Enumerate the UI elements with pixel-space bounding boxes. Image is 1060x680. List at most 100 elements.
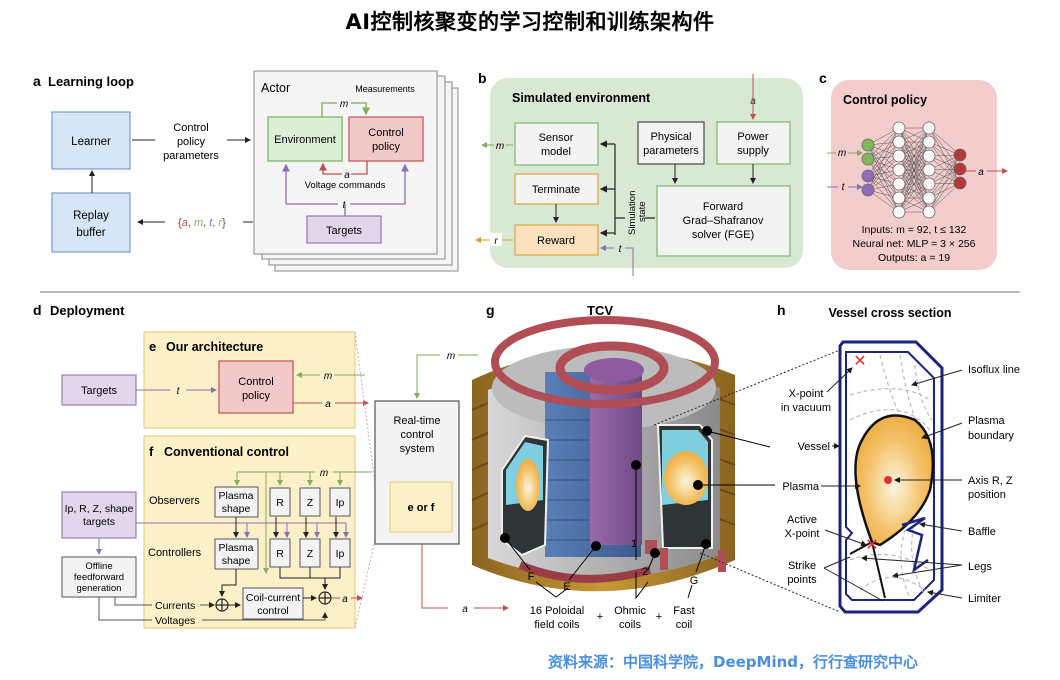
nn-node bbox=[861, 183, 875, 197]
vessel-label: Vessel bbox=[798, 441, 830, 453]
nn-node bbox=[892, 191, 906, 205]
param-label-3: parameters bbox=[163, 150, 219, 162]
strike-points-label-2: points bbox=[787, 574, 817, 586]
nn-node bbox=[892, 163, 906, 177]
a-label-f: a bbox=[342, 594, 348, 605]
currents-line bbox=[114, 597, 152, 606]
source-caption: 资料来源：中国科学院，DeepMind，行行查研究中心 bbox=[548, 653, 919, 671]
ohmic-label-2: coils bbox=[619, 619, 642, 631]
label-G: G bbox=[690, 575, 699, 587]
power-label-2: supply bbox=[737, 145, 769, 157]
fge-box bbox=[656, 185, 791, 257]
ctl-to-sum2 bbox=[279, 567, 341, 589]
t-label-d: t bbox=[177, 386, 181, 397]
inputs-spec: Inputs: m = 92, t ≤ 132 bbox=[862, 224, 967, 236]
nn-edge bbox=[928, 154, 961, 199]
panel-h-title: Vessel cross section bbox=[829, 306, 952, 320]
nn-node bbox=[953, 162, 967, 176]
nn-node bbox=[922, 149, 936, 163]
axis-label-2: position bbox=[968, 489, 1006, 501]
control-policy-box bbox=[348, 116, 424, 162]
nn-edge bbox=[898, 127, 930, 157]
sum-junction-1-plus bbox=[216, 599, 228, 611]
controllers-label: Controllers bbox=[148, 547, 202, 559]
fast-coil-label-2: coil bbox=[676, 619, 693, 631]
fast-coil-label-1: Fast bbox=[673, 605, 694, 617]
terminate-label: Terminate bbox=[532, 184, 580, 196]
ctl-R-label: R bbox=[276, 548, 284, 560]
learner-box bbox=[51, 111, 131, 170]
strike-points-label-1: Strike bbox=[788, 560, 816, 572]
ctl-plasma-label-1: Plasma bbox=[218, 542, 253, 554]
phys-label-1: Physical bbox=[651, 131, 692, 143]
nn-edge bbox=[898, 183, 930, 213]
power-supply-box bbox=[716, 121, 791, 165]
outputs-spec: Outputs: a = 19 bbox=[878, 252, 950, 264]
zoom-line-h-bottom bbox=[699, 552, 841, 613]
label-2: 2 bbox=[642, 566, 648, 578]
nn-node bbox=[922, 205, 936, 219]
panel-c-letter: c bbox=[819, 70, 827, 86]
ohmic-column bbox=[590, 370, 642, 545]
nn-node bbox=[892, 149, 906, 163]
sensor-model-box bbox=[514, 122, 599, 166]
plasma-boundary-label-1: Plasma bbox=[968, 415, 1006, 427]
panel-h-letter: h bbox=[777, 302, 786, 318]
r-label-bg-b bbox=[490, 233, 502, 246]
m-label-c: m bbox=[838, 148, 846, 159]
observers-label: Observers bbox=[149, 495, 200, 507]
active-xpoint-label-2: X-point bbox=[785, 528, 820, 540]
a-arrow-head-a bbox=[319, 162, 342, 175]
panel-d-deployment: d Deployment e Our architecture Targets … bbox=[33, 302, 509, 629]
nn-edge bbox=[898, 127, 930, 171]
voltage-commands-label: Voltage commands bbox=[305, 180, 386, 191]
nn-edge bbox=[898, 155, 930, 213]
fge-label-1: Forward bbox=[703, 201, 743, 213]
panel-g-title: TCV bbox=[587, 303, 613, 318]
baffle-label: Baffle bbox=[968, 526, 996, 538]
nn-edge bbox=[898, 127, 930, 185]
page-title: AI控制核聚变的学习控制和训练架构件 bbox=[345, 10, 715, 34]
coil-label-2: control bbox=[257, 605, 289, 617]
m-label-b: m bbox=[496, 141, 504, 152]
panel-d-letter: d bbox=[33, 302, 42, 318]
ip-targets-box bbox=[61, 491, 137, 539]
targets-label-d: Targets bbox=[81, 385, 118, 397]
obs-Z-box bbox=[299, 487, 321, 517]
panel-f-letter: f bbox=[149, 444, 154, 459]
nn-edge bbox=[867, 141, 900, 191]
nn-edge bbox=[898, 169, 930, 213]
policy-label-e-2: policy bbox=[242, 390, 271, 402]
nn-node bbox=[892, 205, 906, 219]
a-label-a: a bbox=[344, 170, 350, 181]
pf-coils-label-1: 16 Poloidal bbox=[530, 605, 584, 617]
a-label-c: a bbox=[978, 167, 984, 178]
m-label-d: m bbox=[447, 351, 455, 362]
nn-node bbox=[922, 191, 936, 205]
plus-1: + bbox=[597, 611, 603, 623]
ip-targets-label-1: Ip, R, Z, shape bbox=[65, 503, 134, 515]
replay-label-2: buffer bbox=[76, 227, 105, 239]
panel-a-title: Learning loop bbox=[48, 74, 134, 89]
obs-Ip-label: Ip bbox=[336, 497, 345, 509]
reward-box bbox=[514, 224, 599, 256]
replay-buffer-box bbox=[51, 192, 131, 253]
m-label-a: m bbox=[340, 99, 348, 110]
actor-label: Actor bbox=[261, 81, 290, 95]
sensor-label-2: model bbox=[541, 146, 571, 158]
param-label-2: policy bbox=[177, 136, 206, 148]
m-arrow-line-a bbox=[321, 102, 337, 117]
control-policy-label-2: policy bbox=[372, 141, 401, 153]
obs-Ip-box bbox=[329, 487, 351, 517]
ohmic-top bbox=[584, 358, 644, 382]
r-label-b: r bbox=[494, 236, 498, 247]
obs-R-box bbox=[269, 487, 291, 517]
t-label-c: t bbox=[842, 182, 846, 193]
nn-edge bbox=[928, 127, 961, 156]
a-label-b: a bbox=[750, 96, 756, 107]
policy-label-e-1: Control bbox=[238, 376, 273, 388]
terminate-box bbox=[514, 173, 599, 205]
net-spec: Neural net: MLP = 3 × 256 bbox=[853, 238, 976, 250]
plus-2: + bbox=[656, 611, 662, 623]
